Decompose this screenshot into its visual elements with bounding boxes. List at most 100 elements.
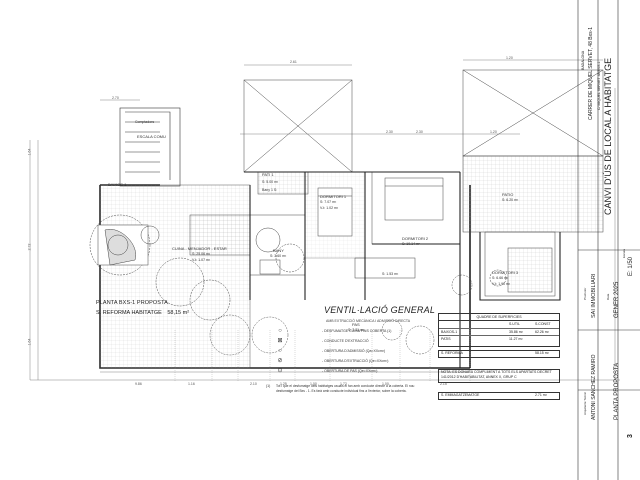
room-label-escala: ESCALA COMU bbox=[137, 134, 166, 139]
extraction-opening-icon: ⊘ bbox=[277, 358, 283, 364]
table-row: BAIXOS-1 35.86 m² 62.26 m² bbox=[439, 328, 559, 335]
extraction-duct-icon: ⊠ bbox=[277, 338, 283, 344]
ventilation-title: VENTIL·LACIÓ GENERAL bbox=[324, 305, 436, 315]
col-util: S.UTIL bbox=[509, 322, 520, 326]
emmagatzematge-value: 2.71 m² bbox=[535, 393, 547, 397]
sidebar-author-role: Arquitecte Tècnic bbox=[583, 391, 587, 415]
row-name: BAIXOS-1 bbox=[441, 330, 458, 334]
dim-bottom-5: 1.72 bbox=[340, 382, 347, 386]
plan-subtitle-value: 58,15 m² bbox=[167, 310, 190, 316]
dim-top-1: 2.61 bbox=[290, 60, 297, 64]
sidebar-author: ANTONI SANCHEZ RAMIRO bbox=[591, 354, 597, 420]
dim-bottom-3: 1.25 bbox=[280, 382, 287, 386]
kitchen-smoke-icon: ○ bbox=[278, 328, 282, 334]
room-area-dormitori-1: S: 7.07 m² bbox=[320, 200, 337, 204]
reforma-label: S. REFORMA bbox=[441, 351, 463, 355]
dim-top-2: 2.30 bbox=[386, 130, 393, 134]
legend-text: - OBERTURA D'EXTRACCIÓ (Qe=XXcm²) bbox=[322, 359, 389, 363]
dim-left-1: 2.72 bbox=[27, 243, 32, 251]
note-text: Tot i que el desfumatge dels habitatges … bbox=[276, 384, 415, 393]
room-area-bany: S: 3.60 m² bbox=[270, 254, 287, 258]
room-label-comptadors: Comptadors bbox=[135, 120, 155, 124]
room-label-baixos: BAIXOS-1 bbox=[108, 182, 127, 187]
sidebar-sheet-number: 3 bbox=[627, 434, 634, 438]
room-label-patio-1: PATI 1 bbox=[262, 172, 274, 177]
row-util: 35.86 m² bbox=[509, 330, 523, 334]
room-area-dormitori-3: S: 6.66 m² bbox=[492, 276, 509, 280]
dimension-ticks bbox=[174, 330, 471, 382]
room-area-dormitori-2: S: 10.14 m² bbox=[402, 242, 421, 246]
sidebar-promotor-label: Promotor bbox=[583, 287, 587, 300]
dim-top-5: 1.20 bbox=[490, 130, 497, 134]
dim-top-4: 1.20 bbox=[506, 56, 513, 60]
sidebar-escala-label: Escala bbox=[622, 248, 626, 258]
dim-bottom-0: 9.86 bbox=[135, 382, 142, 386]
reforma-value: 58.15 m² bbox=[535, 351, 549, 355]
room-label-kitchen: CUINA - MENJADOR - ESTAR bbox=[172, 246, 227, 251]
sidebar-project: CANVI D'ÚS DE LOCAL A HABITATGE bbox=[603, 57, 613, 215]
room-label-dormitori-1: DORMITORI 1 bbox=[320, 194, 347, 199]
sidebar-frame bbox=[577, 0, 640, 480]
bedroom-1 bbox=[304, 171, 366, 259]
surface-table-title: QUADRE DE SUPERFICIES bbox=[439, 314, 559, 321]
dim-left-0: 1.64 bbox=[27, 148, 32, 156]
nota-text: NOTA: ES DONARÀ COMPLIMENT A TOTS ELS AP… bbox=[441, 370, 552, 379]
sidebar-data-label: Data bbox=[606, 293, 610, 300]
room-area-pas: S: 7.31 m² bbox=[348, 328, 365, 332]
room-area-pas-small: S: 1.53 m² bbox=[382, 272, 399, 276]
dim-left-2: 1.64 bbox=[27, 338, 32, 346]
room-vol-dormitori-1: V-t: 1.02 m² bbox=[320, 206, 339, 210]
room-label-dormitori-3: DORMITORI 3 bbox=[492, 270, 519, 275]
dim-bottom-6: 1.00 bbox=[382, 382, 389, 386]
bathroom bbox=[249, 214, 306, 276]
surface-table: QUADRE DE SUPERFICIES S.UTIL S.CONST BAI… bbox=[438, 313, 560, 347]
col-const: S.CONST bbox=[535, 322, 551, 326]
surface-table-header: S.UTIL S.CONST bbox=[439, 322, 559, 327]
ventilation-subtitle: AMB EXTRACCIÓ MECÀNICA I ADMISSIÓ DIRECT… bbox=[326, 319, 411, 323]
emmagatzematge-box: S. EMMAGATZEMATGE 2.71 m² bbox=[438, 392, 560, 400]
legend-text: - OBERTURA D'ADMISSIÓ (Qa=XXcm²) bbox=[322, 349, 386, 353]
plan-subtitle-label: S. REFORMA HABITATGE bbox=[96, 310, 162, 316]
room-vol-dormitori-3: V-t: 1.90 m² bbox=[492, 282, 511, 286]
legend-text: - CONDUCTE D'EXTRACCIÓ bbox=[322, 339, 369, 343]
room-area-patio-right: S: 6.20 m² bbox=[502, 198, 519, 202]
plan-title: PLANTA BXS-1 PROPOSTA bbox=[96, 300, 168, 306]
plan-subtitle: S. REFORMA HABITATGE 58,15 m² bbox=[96, 310, 189, 316]
sidebar-date: GENER 2025 bbox=[614, 281, 620, 318]
kitchen-living-room bbox=[89, 184, 251, 369]
row-const: 62.26 m² bbox=[535, 330, 549, 334]
bedroom-2 bbox=[354, 171, 461, 279]
sidebar-client: SAI IMMOBILIARI bbox=[591, 273, 597, 318]
patio-right-void bbox=[462, 69, 604, 233]
legend-text: - OBERTURA DE PAS (Qe=XXcm²) bbox=[322, 369, 378, 373]
sidebar-scale: E: 1/50 bbox=[628, 256, 634, 276]
dim-bottom-4: 1.00 bbox=[310, 382, 317, 386]
room-area-kitchen: S: 25.06 m² bbox=[192, 252, 211, 256]
row-util: 11.27 m² bbox=[509, 337, 523, 341]
note-mark: (1) bbox=[266, 384, 271, 388]
emmagatzematge-label: S. EMMAGATZEMATGE bbox=[441, 393, 480, 397]
dim-top-3: 2.30 bbox=[416, 130, 423, 134]
nota-box: NOTA: ES DONARÀ COMPLIMENT A TOTS ELS AP… bbox=[438, 369, 560, 383]
room-vol-kitchen: V-t: 1.07 m² bbox=[192, 258, 211, 262]
row-name: PATIS bbox=[441, 337, 451, 341]
room-area-patio-1: S: 5.00 m² bbox=[262, 180, 279, 184]
dim-bottom-7: 2.15 bbox=[440, 382, 447, 386]
room-label-dormitori-2: DORMITORI 2 bbox=[402, 236, 429, 241]
room-label-bany-1: Bany 1 S: bbox=[262, 188, 278, 192]
sidebar-address: CARRER DE MIQUEL SERVET, 48 Bxs-1 bbox=[588, 26, 594, 120]
room-label-patio-right: PATIO bbox=[502, 192, 514, 197]
sidebar-city: BADALONA bbox=[581, 50, 585, 70]
admission-opening-icon: ○ bbox=[278, 348, 282, 354]
dim-top-0: 2.70 bbox=[112, 96, 119, 100]
ventilation-note: (1) Tot i que el desfumatge dels habitat… bbox=[266, 384, 426, 393]
pass-opening-icon: ⊙ bbox=[277, 368, 283, 374]
dimension-lines bbox=[29, 59, 620, 381]
sidebar-address-sub: C/ MIQUEL SERVET 48 BXS-1 bbox=[597, 61, 601, 110]
sidebar-sheet-title: PLANTA PROPOSTA bbox=[614, 362, 620, 420]
dim-bottom-1: 1.16 bbox=[188, 382, 195, 386]
table-row: PATIS 11.27 m² bbox=[439, 335, 559, 342]
bedroom-3 bbox=[484, 231, 556, 297]
room-label-bany: BANY bbox=[273, 248, 284, 253]
